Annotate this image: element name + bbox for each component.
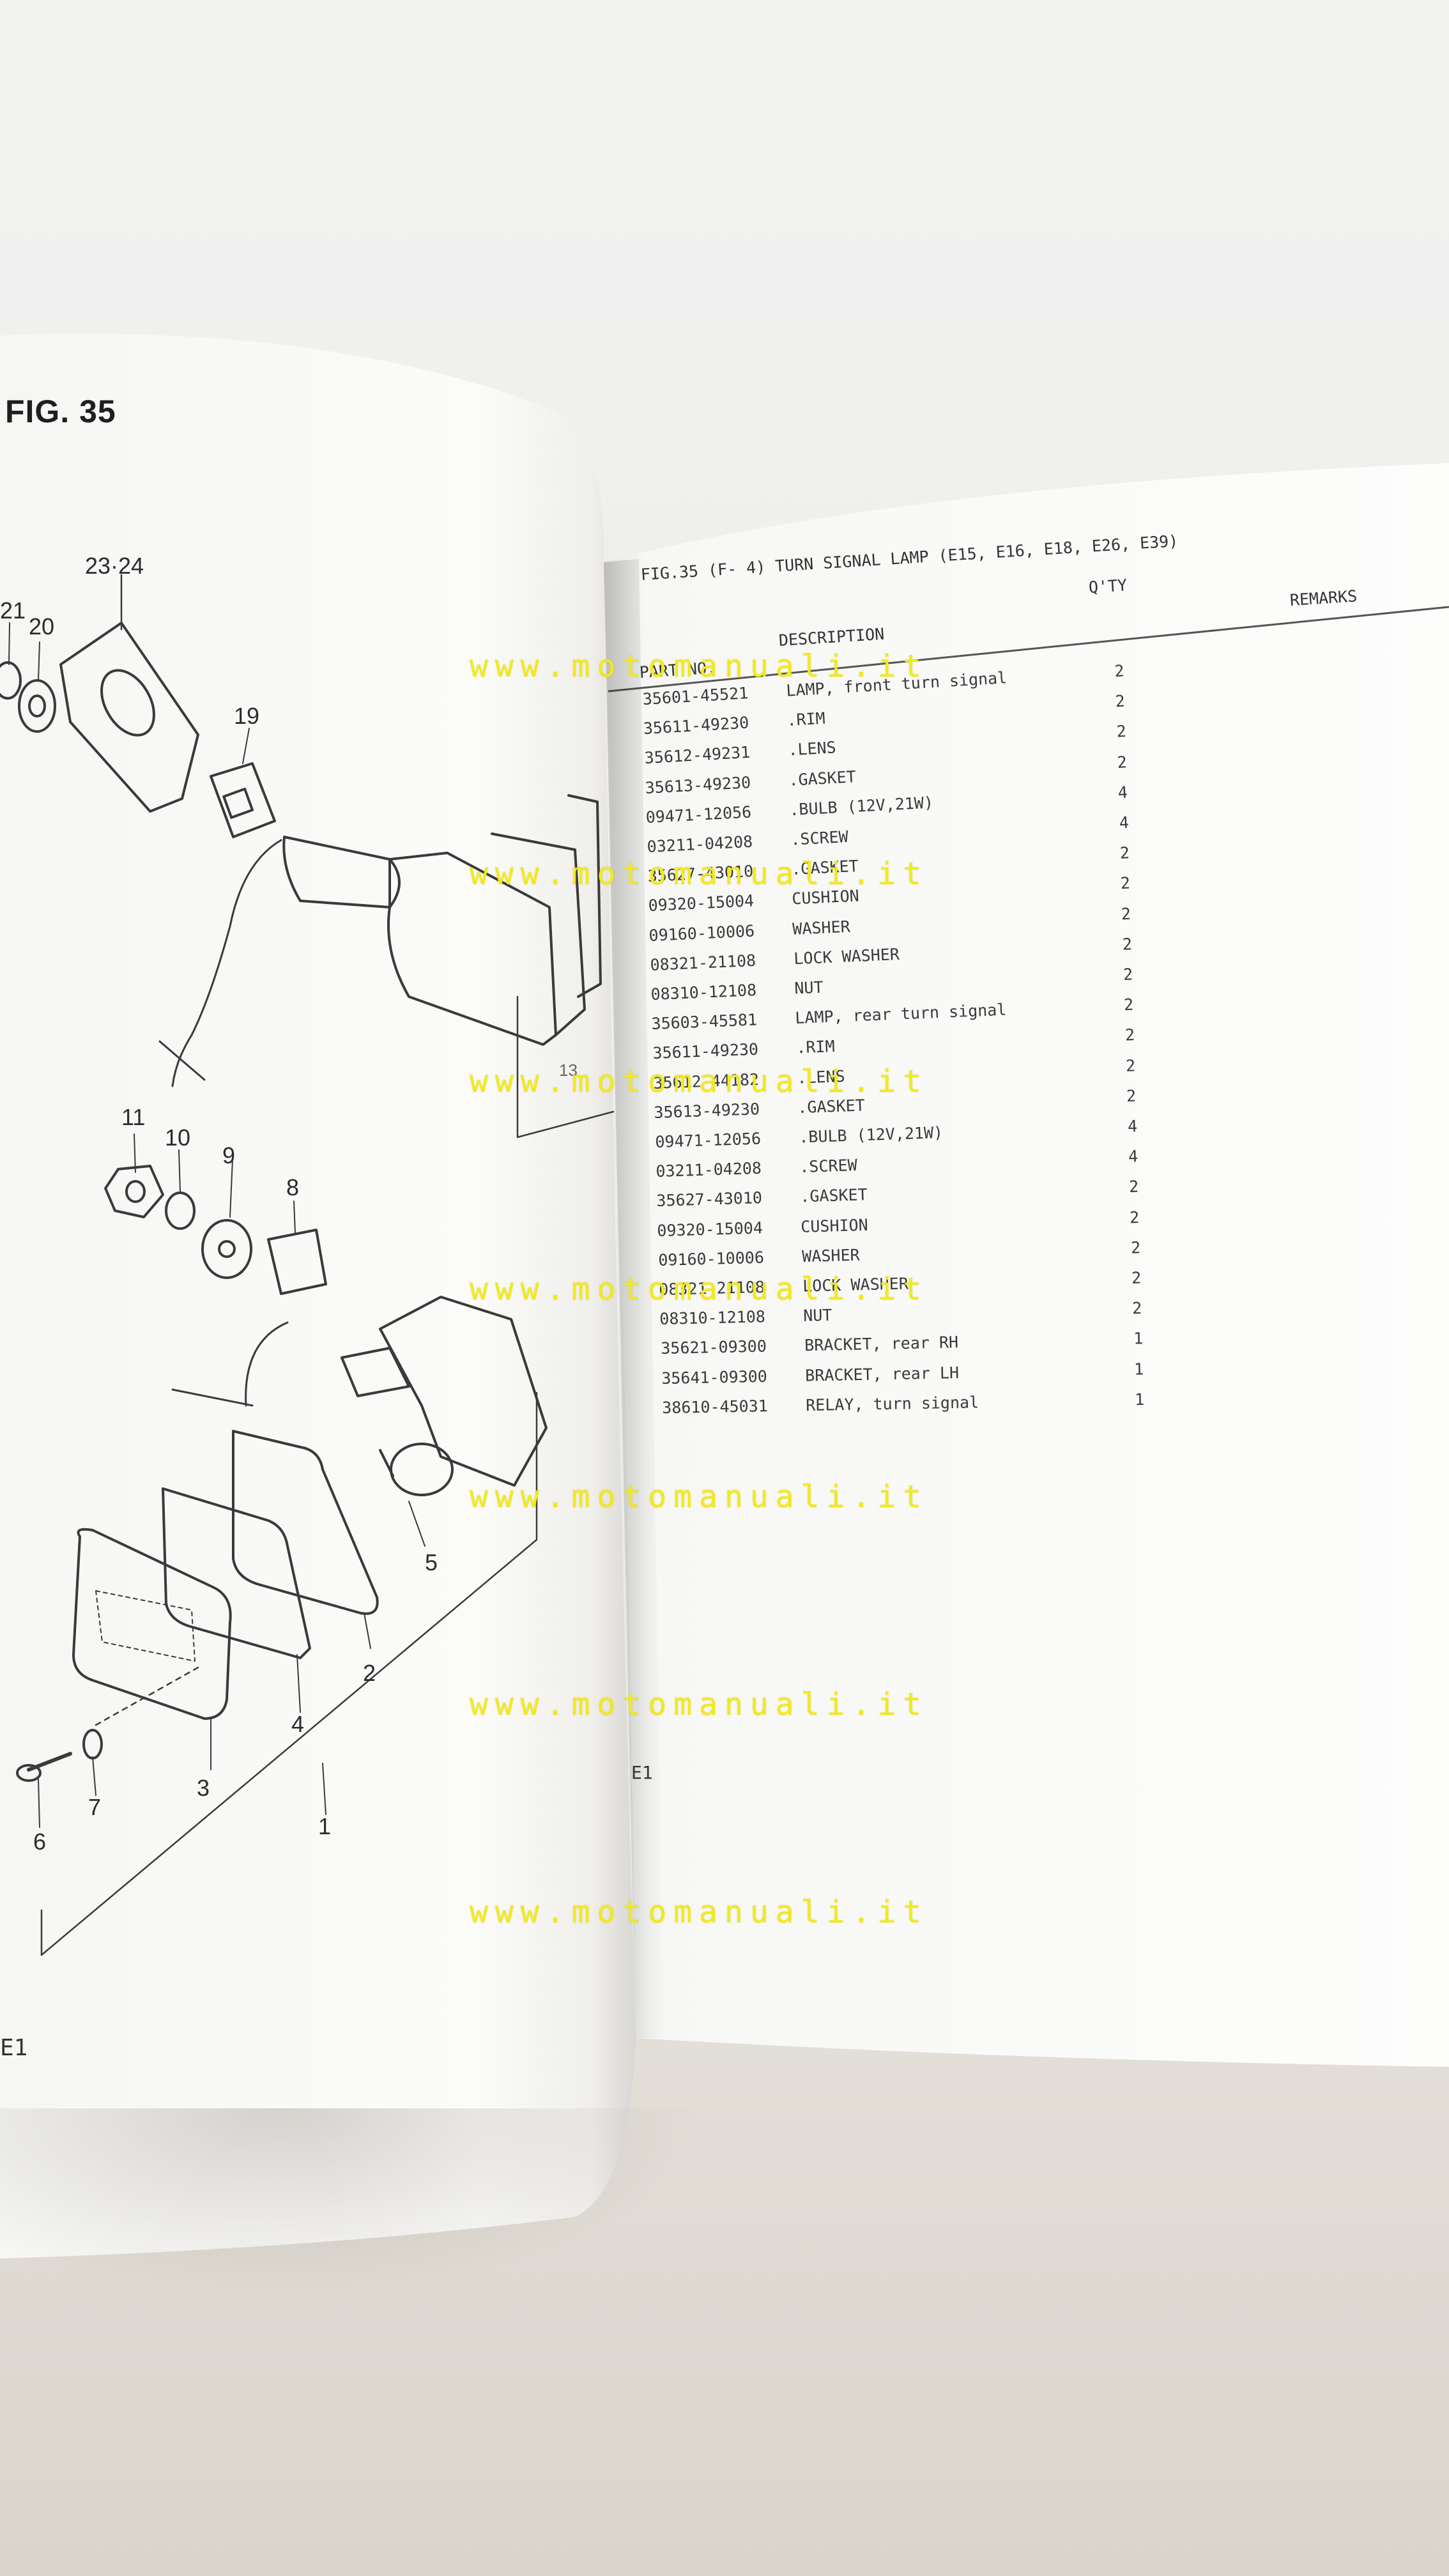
part-quantity: 1 bbox=[1133, 1329, 1144, 1348]
part-number: 35641-09300 bbox=[661, 1367, 768, 1388]
figure-title: FIG. 35 bbox=[5, 394, 116, 429]
callout-21: 21 bbox=[0, 597, 26, 624]
watermark-6: www.motomanuali.it bbox=[470, 1687, 929, 1722]
part-quantity: 2 bbox=[1114, 661, 1125, 681]
left-page bbox=[0, 334, 636, 2258]
part-number: 08310-12108 bbox=[659, 1307, 766, 1329]
callout-19: 19 bbox=[234, 703, 260, 729]
part-quantity: 2 bbox=[1123, 965, 1133, 984]
part-quantity: 2 bbox=[1120, 873, 1131, 893]
part-number: 38610-45031 bbox=[662, 1396, 769, 1417]
watermark-5: www.motomanuali.it bbox=[470, 1479, 929, 1515]
watermark-4: www.motomanuali.it bbox=[470, 1271, 929, 1307]
part-quantity: 4 bbox=[1117, 783, 1128, 802]
callout-4: 4 bbox=[291, 1711, 305, 1737]
gutter-shadow bbox=[604, 559, 664, 2038]
part-quantity: 2 bbox=[1131, 1268, 1142, 1287]
part-number: 09160-10006 bbox=[658, 1248, 765, 1269]
right-footer-code: E1 bbox=[631, 1762, 653, 1783]
part-quantity: 2 bbox=[1116, 752, 1128, 772]
part-quantity: 2 bbox=[1124, 1025, 1135, 1045]
part-quantity: 2 bbox=[1126, 1086, 1137, 1105]
part-quantity: 2 bbox=[1128, 1177, 1139, 1197]
part-quantity: 2 bbox=[1130, 1238, 1141, 1257]
part-quantity: 2 bbox=[1125, 1055, 1136, 1075]
callout-2: 2 bbox=[363, 1660, 376, 1686]
part-quantity: 2 bbox=[1114, 691, 1126, 711]
page-shadow bbox=[0, 2108, 703, 2300]
part-number: 35621-09300 bbox=[661, 1337, 767, 1358]
callout-3: 3 bbox=[197, 1775, 210, 1801]
callout-8: 8 bbox=[286, 1174, 300, 1200]
part-quantity: 4 bbox=[1128, 1147, 1138, 1166]
col-header-qty: Q'TY bbox=[1088, 576, 1128, 597]
part-number: 09320-15004 bbox=[657, 1218, 763, 1240]
watermark-3: www.motomanuali.it bbox=[470, 1064, 929, 1100]
left-footer-code: E1 bbox=[0, 2035, 28, 2061]
part-quantity: 2 bbox=[1122, 934, 1133, 954]
callout-6: 6 bbox=[33, 1828, 47, 1855]
callout-10: 10 bbox=[165, 1124, 191, 1151]
callout-5: 5 bbox=[425, 1549, 438, 1575]
table-header-rule bbox=[608, 606, 1449, 693]
callout-1: 1 bbox=[318, 1813, 332, 1839]
part-quantity: 2 bbox=[1116, 722, 1127, 742]
exploded-diagram bbox=[0, 574, 615, 1956]
part-quantity: 1 bbox=[1134, 1390, 1145, 1409]
part-quantity: 2 bbox=[1129, 1208, 1140, 1227]
callout-9: 9 bbox=[222, 1142, 236, 1169]
right-page bbox=[604, 463, 1449, 2067]
part-quantity: 4 bbox=[1119, 813, 1130, 832]
watermark-7: www.motomanuali.it bbox=[470, 1894, 929, 1930]
part-quantity: 2 bbox=[1121, 904, 1131, 923]
part-quantity: 2 bbox=[1123, 995, 1134, 1015]
part-quantity: 2 bbox=[1119, 843, 1130, 863]
callout-11: 11 bbox=[121, 1104, 146, 1130]
callout-13: 13 bbox=[559, 1061, 578, 1080]
callout-7: 7 bbox=[88, 1794, 102, 1820]
part-quantity: 1 bbox=[1133, 1360, 1144, 1379]
callout-23-24: 23·24 bbox=[85, 553, 144, 579]
watermark-1: www.motomanuali.it bbox=[470, 648, 929, 684]
part-quantity: 4 bbox=[1127, 1116, 1138, 1136]
callout-20: 20 bbox=[29, 613, 55, 640]
part-quantity: 2 bbox=[1131, 1299, 1142, 1318]
watermark-2: www.motomanuali.it bbox=[470, 856, 929, 892]
